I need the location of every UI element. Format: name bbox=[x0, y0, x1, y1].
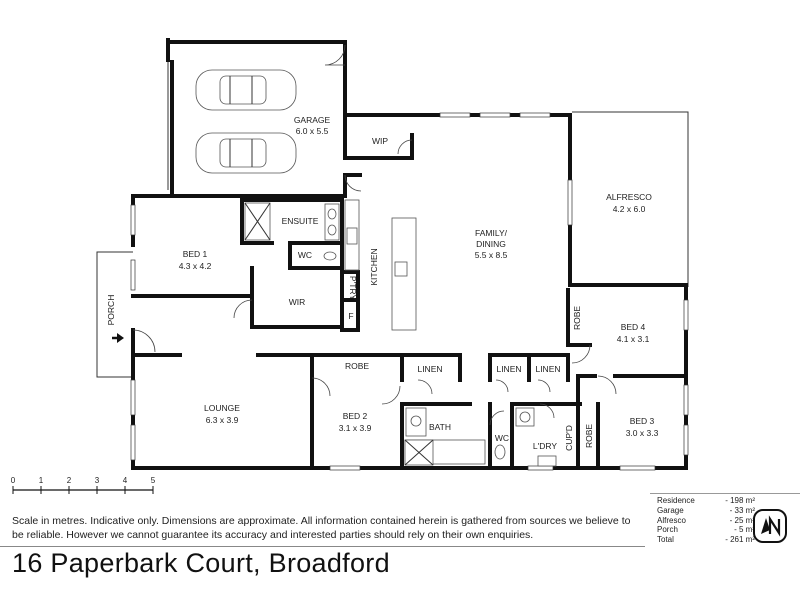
disclaimer-text: Scale in metres. Indicative only. Dimens… bbox=[12, 515, 631, 541]
scale-tick-label: 3 bbox=[95, 476, 100, 485]
area-value: - 261 m² bbox=[725, 535, 755, 545]
lounge-label: LOUNGE bbox=[204, 403, 240, 413]
linen2-label: LINEN bbox=[496, 364, 521, 374]
laundry-label: L'DRY bbox=[533, 441, 557, 451]
scale-tick-label: 5 bbox=[151, 476, 156, 485]
fridge-label: F bbox=[348, 311, 353, 321]
pantry-label: P'TRY bbox=[348, 276, 358, 300]
linen3-label: LINEN bbox=[535, 364, 560, 374]
fixtures bbox=[244, 199, 557, 467]
area-value: - 25 m² bbox=[729, 515, 755, 525]
cupboard-label: CUP'D bbox=[564, 425, 574, 451]
bath-label: BATH bbox=[429, 422, 451, 432]
lounge-size: 6.3 x 3.9 bbox=[206, 415, 239, 425]
area-row: Garage - 33 m² bbox=[657, 506, 757, 516]
kitchen-label: KITCHEN bbox=[369, 248, 379, 285]
scale-tick-label: 1 bbox=[39, 476, 44, 485]
area-row: Residence - 198 m² bbox=[657, 496, 757, 506]
entry-arrow-icon bbox=[117, 333, 124, 343]
family-label: FAMILY/ bbox=[475, 228, 508, 238]
room-labels: GARAGE 6.0 x 5.5 WIP ALFRESCO 4.2 x 6.0 … bbox=[106, 115, 659, 451]
north-compass-icon bbox=[753, 509, 787, 543]
area-row: Alfresco - 25 m² bbox=[657, 516, 757, 526]
alfresco-size: 4.2 x 6.0 bbox=[613, 204, 646, 214]
robe2-label: ROBE bbox=[345, 361, 369, 371]
robe3-label: ROBE bbox=[584, 424, 594, 448]
robe4-label: ROBE bbox=[572, 306, 582, 330]
alfresco-area bbox=[572, 111, 689, 287]
area-name: Alfresco bbox=[657, 515, 686, 525]
area-name: Porch bbox=[657, 525, 678, 535]
area-value: - 5 m² bbox=[734, 525, 755, 535]
area-row: Porch - 5 m² bbox=[657, 525, 757, 535]
garage-label: GARAGE bbox=[294, 115, 331, 125]
porch-area bbox=[96, 251, 133, 378]
porch-label: PORCH bbox=[106, 295, 116, 326]
windows bbox=[130, 112, 689, 471]
linen1-label: LINEN bbox=[417, 364, 442, 374]
area-summary: Residence - 198 m² Garage - 33 m² Alfresco… bbox=[657, 496, 757, 545]
doors bbox=[132, 44, 617, 426]
area-value: - 198 m² bbox=[725, 496, 755, 505]
divider bbox=[0, 546, 645, 547]
family-size: 5.5 x 8.5 bbox=[475, 250, 508, 260]
bed3-size: 3.0 x 3.3 bbox=[626, 428, 659, 438]
bed2-size: 3.1 x 3.9 bbox=[339, 423, 372, 433]
scale-bar: 0 1 2 3 4 5 bbox=[11, 476, 156, 494]
scale-tick-label: 2 bbox=[67, 476, 72, 485]
interior-walls bbox=[131, 113, 688, 470]
ensuite-label: ENSUITE bbox=[282, 216, 319, 226]
property-address-title: 16 Paperbark Court, Broadford bbox=[12, 548, 390, 578]
bed4-label: BED 4 bbox=[621, 322, 646, 332]
area-name: Total bbox=[657, 535, 674, 545]
bed4-size: 4.1 x 3.1 bbox=[617, 334, 650, 344]
scale-tick-label: 0 bbox=[11, 476, 16, 485]
dining-label: DINING bbox=[476, 239, 506, 249]
bed2-label: BED 2 bbox=[343, 411, 368, 421]
wir-label: WIR bbox=[289, 297, 306, 307]
car-icon bbox=[195, 69, 297, 174]
wc-ensuite-label: WC bbox=[298, 250, 312, 260]
bed1-size: 4.3 x 4.2 bbox=[179, 261, 212, 271]
garage-size: 6.0 x 5.5 bbox=[296, 126, 329, 136]
alfresco-label: ALFRESCO bbox=[606, 192, 652, 202]
scale-tick-label: 4 bbox=[123, 476, 128, 485]
areas-divider bbox=[650, 493, 800, 548]
bed3-label: BED 3 bbox=[630, 416, 655, 426]
area-name: Residence bbox=[657, 496, 695, 505]
area-name: Garage bbox=[657, 505, 684, 515]
area-row: Total - 261 m² bbox=[657, 535, 757, 545]
wip-label: WIP bbox=[372, 136, 388, 146]
area-value: - 33 m² bbox=[729, 505, 755, 515]
wc2-label: WC bbox=[495, 433, 509, 443]
bed1-label: BED 1 bbox=[183, 249, 208, 259]
